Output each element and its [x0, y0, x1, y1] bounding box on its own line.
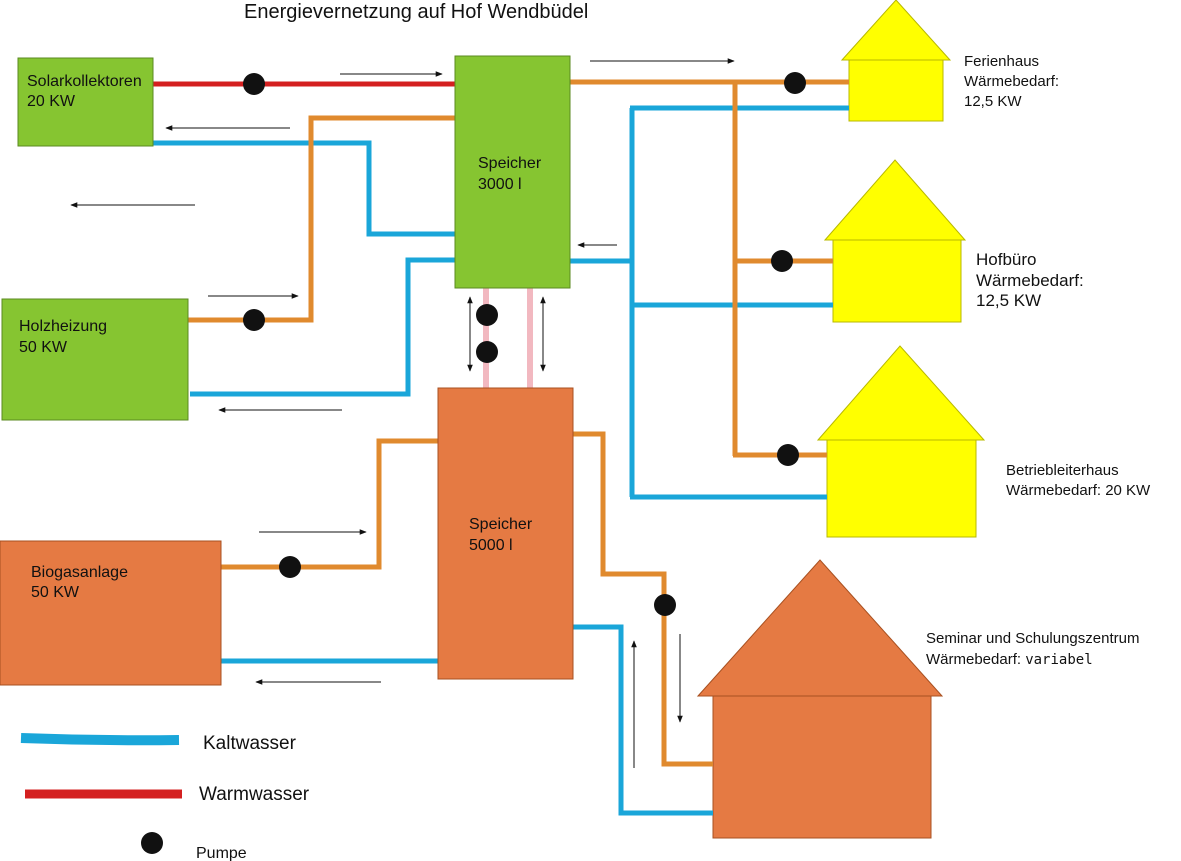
seminar-body: [712, 695, 932, 839]
hofbuero-roof: [823, 159, 967, 241]
storage-5000-box: [437, 387, 574, 680]
hofbuero-line2: Wärmebedarf:: [976, 271, 1084, 290]
pump-seminar: [654, 594, 676, 616]
biogas-label-line1: Biogasanlage: [31, 564, 128, 581]
storage-3000-box: [454, 55, 571, 289]
betriebsleiter-body: [826, 439, 977, 538]
flow-arrows: [70, 58, 735, 768]
hofbuero-house: [823, 159, 967, 323]
hofbuero-body: [832, 239, 962, 323]
wood-label-line1: Holzheizung: [19, 318, 107, 335]
betriebsleiter-house: [816, 345, 986, 538]
hofbuero-line1: Hofbüro: [976, 250, 1036, 269]
biogas-plant-box: [0, 540, 222, 686]
storage-3000-line2: 3000 l: [478, 176, 522, 193]
pump-wood: [243, 309, 265, 331]
storage-5000-line2: 5000 l: [469, 537, 513, 554]
storage-exchange-pipes: [483, 281, 533, 388]
cold-pipe-wood: [190, 257, 455, 397]
ferienhaus-line3: 12,5 KW: [964, 93, 1022, 110]
storage-5000-label: Speicher 5000 l: [469, 516, 533, 554]
wood-label: Holzheizung 50 KW: [19, 318, 107, 356]
pump-biogas: [279, 556, 301, 578]
warm-pipe-biogas: [221, 438, 438, 570]
ferienhaus-house: [840, 0, 952, 122]
seminar-roof: [696, 559, 944, 697]
seminar-line2-prefix: Wärmebedarf:: [926, 651, 1025, 668]
pump-solar: [243, 73, 265, 95]
pump-exchange-lower: [476, 341, 498, 363]
legend-hot-label: Warmwasser: [199, 784, 310, 805]
solar-label-line1: Solarkollektoren: [27, 73, 142, 90]
diagram-title: Energievernetzung auf Hof Wendbüdel: [244, 1, 588, 23]
ferienhaus-line2: Wärmebedarf:: [964, 73, 1059, 90]
storage-3000-label: Speicher 3000 l: [478, 155, 542, 193]
wood-label-line2: 50 KW: [19, 339, 68, 356]
seminar-house: [696, 559, 944, 839]
legend-pump-symbol: [141, 832, 163, 854]
ferienhaus-body: [848, 59, 944, 122]
seminar-line1: Seminar und Schulungszentrum: [926, 630, 1139, 647]
betriebsleiter-line1: Betriebleiterhaus: [1006, 462, 1119, 479]
biogas-label-line2: 50 KW: [31, 584, 80, 601]
seminar-line2-value: variabel: [1025, 652, 1092, 668]
storage-5000-line1: Speicher: [469, 516, 533, 533]
pumps: [243, 72, 806, 616]
betriebsleiter-roof: [816, 345, 986, 441]
hofbuero-line3: 12,5 KW: [976, 291, 1041, 310]
pump-exchange-upper: [476, 304, 498, 326]
solar-label: Solarkollektoren 20 KW: [27, 73, 142, 110]
pump-betriebsleiter: [777, 444, 799, 466]
biogas-label: Biogasanlage 50 KW: [31, 564, 128, 601]
legend-pump-label: Pumpe: [196, 845, 247, 861]
cold-pipe-solar: [152, 140, 455, 237]
solar-collectors-box: [17, 57, 154, 147]
legend-cold-swatch: [20, 733, 180, 746]
storage-3000-line1: Speicher: [478, 155, 542, 172]
cold-pipe-seminar: [571, 624, 713, 816]
pump-ferienhaus: [784, 72, 806, 94]
wood-heating-box: [1, 298, 189, 421]
ferienhaus-line1: Ferienhaus: [964, 53, 1039, 70]
solar-label-line2: 20 KW: [27, 93, 76, 110]
pump-hofbuero: [771, 250, 793, 272]
cold-water-pipes: [152, 105, 849, 816]
warm-pipe-wood: [188, 115, 455, 323]
legend-cold-label: Kaltwasser: [203, 733, 297, 754]
betriebsleiter-line2: Wärmebedarf: 20 KW: [1006, 482, 1151, 499]
legend: Kaltwasser Warmwasser Pumpe: [20, 733, 310, 861]
ferienhaus-roof: [840, 0, 952, 61]
warm-pipe-seminar: [573, 431, 713, 767]
